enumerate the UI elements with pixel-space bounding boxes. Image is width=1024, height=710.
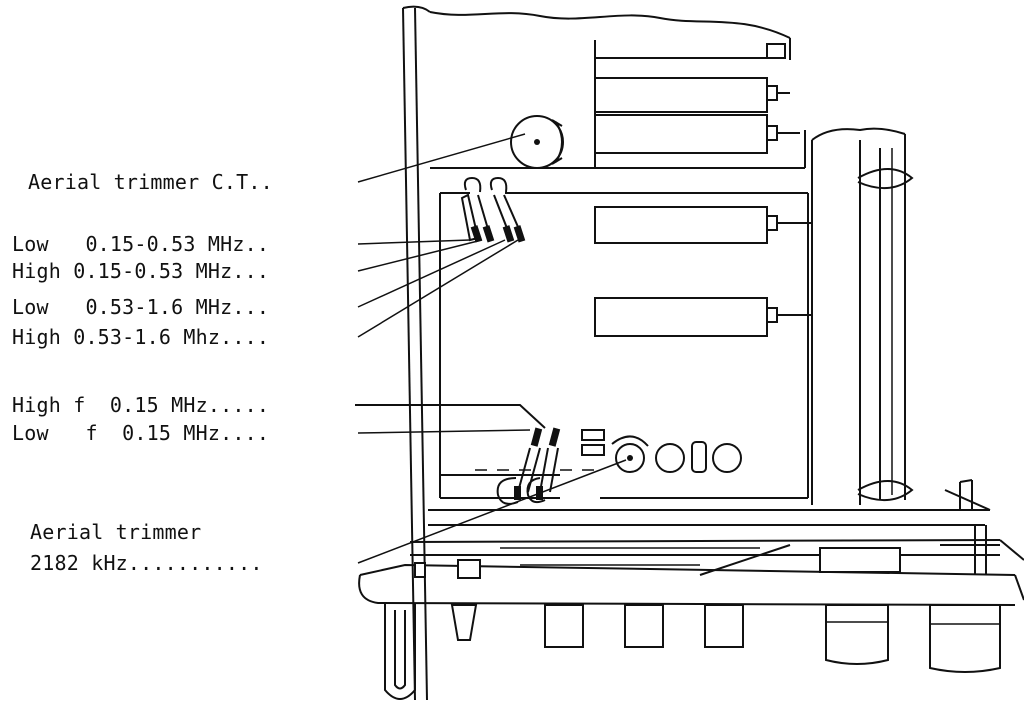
callout-high-f-015: High f 0.15 MHz..... [12,393,270,417]
middle-coil-cans [594,206,812,337]
main-board [439,192,809,499]
leader-high-053-16 [357,239,519,338]
leader-high-015-053 [357,239,483,272]
leader-low-015-053 [357,239,471,245]
leader-aerial-trimmer-2182 [357,459,627,564]
band-trimmer-cores-lower [496,427,561,505]
callout-high-053-16: High 0.53-1.6 Mhz.... [12,325,270,349]
callout-low-f-015: Low f 0.15 MHz.... [12,421,270,445]
band-trimmer-cores-upper [460,176,526,243]
leader-low-053-16 [357,239,506,308]
small-components-row [581,429,742,473]
aerial-trimmer-ct-part [510,115,564,169]
callout-aerial-trimmer-2182-line1: Aerial trimmer [30,520,202,544]
front-panel [402,5,431,701]
upper-coil-cans [594,43,800,154]
callout-high-015-053: High 0.15-0.53 MHz... [12,259,270,283]
callout-low-053-16: Low 0.53-1.6 MHz... [12,295,270,319]
right-rods [811,127,914,505]
lower-bracket [355,404,594,476]
callout-low-015-053: Low 0.15-0.53 MHz.. [12,232,270,256]
callout-aerial-trimmer-ct: Aerial trimmer C.T.. [28,170,273,194]
bottom-knobs [450,604,1001,673]
leader-lines [357,133,627,564]
callout-aerial-trimmer-2182-line2: 2182 kHz........... [30,551,263,575]
chassis-top-edge [429,11,791,39]
base-shelf [428,479,991,526]
bottom-chassis [358,525,1024,606]
front-handle [384,603,416,700]
leader-aerial-trimmer-ct [357,133,526,183]
leader-low-f-015 [357,429,531,434]
